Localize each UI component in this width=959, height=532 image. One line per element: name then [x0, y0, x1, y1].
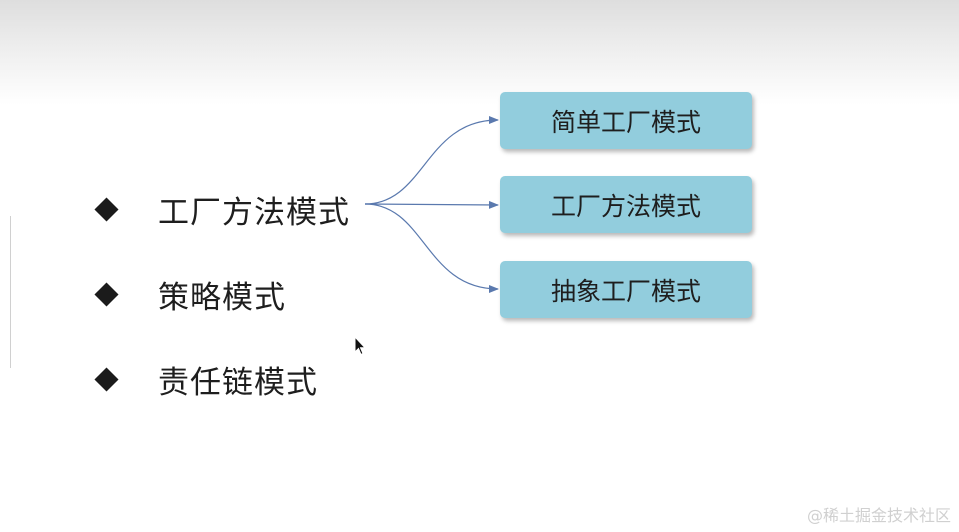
arrow-to-abstract-factory — [364, 203, 499, 293]
box-label: 抽象工厂模式 — [550, 276, 701, 306]
mouse-cursor-icon — [354, 336, 366, 356]
bullet-item-chain-of-responsibility: 责任链模式 — [94, 356, 414, 402]
bullet-item-factory-method: 工厂方法模式 — [94, 186, 414, 232]
bullet-label: 工厂方法模式 — [158, 194, 350, 231]
bullet-label: 责任链模式 — [158, 364, 318, 401]
box-factory-method: 工厂方法模式 — [500, 176, 752, 233]
left-divider — [10, 216, 11, 368]
slide-header-gradient — [0, 0, 959, 105]
bullet-item-strategy: 策略模式 — [94, 271, 414, 317]
arrow-to-factory-method — [364, 200, 499, 209]
box-label: 简单工厂模式 — [550, 107, 701, 137]
watermark: @稀土掘金技术社区 — [806, 506, 951, 525]
bullet-label: 策略模式 — [158, 279, 286, 316]
box-label: 工厂方法模式 — [550, 191, 701, 221]
arrow-to-simple-factory — [364, 116, 499, 205]
box-abstract-factory: 抽象工厂模式 — [500, 261, 752, 318]
box-simple-factory: 简单工厂模式 — [500, 92, 752, 149]
